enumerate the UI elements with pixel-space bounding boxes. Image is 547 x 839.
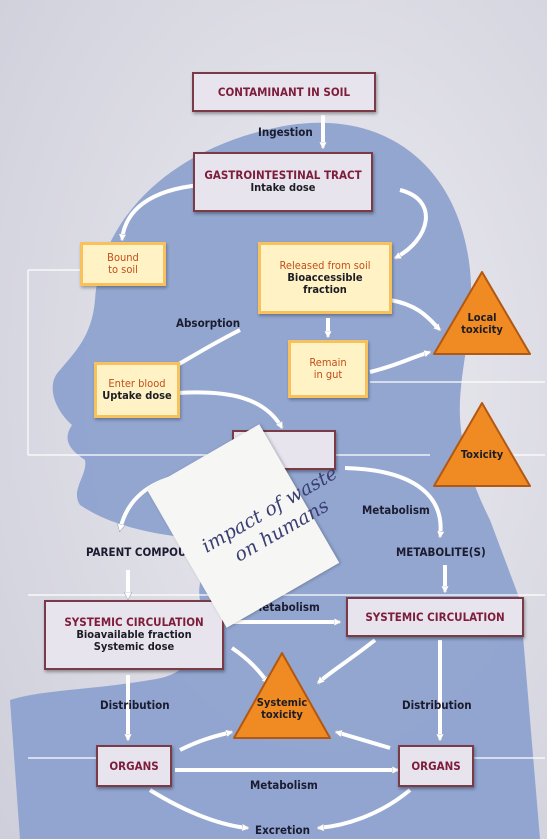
ingestion-label: Ingestion [258,125,313,139]
enter-blood-subtitle: Uptake dose [102,389,172,402]
distribution-left-label: Distribution [100,698,170,712]
gi-subtitle: Intake dose [250,181,316,195]
systemic-circulation-left-box: SYSTEMIC CIRCULATION Bioavailable fracti… [44,600,224,670]
enter-blood-title: Enter blood [108,376,166,390]
local-toxicity-label: Local toxicity [461,311,503,337]
warning-triangle-icon [433,402,531,487]
sys-circ-right-title: SYSTEMIC CIRCULATION [365,609,505,624]
sys-circ-left-subtitle: Bioavailable fraction Systemic dose [76,628,192,654]
organs-right-box: ORGANS [398,745,474,787]
metabolism-top-label: Metabolism [362,503,430,517]
metabolites-label: METABOLITE(S) [396,545,486,559]
warning-triangle-icon [433,271,531,355]
metabolism-bottom-label: Metabolism [250,778,318,792]
gastrointestinal-tract-box: GASTROINTESTINAL TRACT Intake dose [193,152,373,212]
sys-circ-left-title: SYSTEMIC CIRCULATION [64,615,204,630]
organs-left-box: ORGANS [96,745,172,787]
released-subtitle: Bioaccessible fraction [287,270,363,297]
released-from-soil-box: Released from soil Bioaccessible fractio… [258,242,392,314]
systemic-circulation-right-box: SYSTEMIC CIRCULATION [346,597,524,637]
bound-title: Bound to soil [107,250,139,276]
frame-lines [27,269,545,759]
parent-compound-label: PARENT COMPOUND [86,545,204,559]
enter-blood-box: Enter blood Uptake dose [94,362,180,418]
organs-right-title: ORGANS [411,758,461,773]
metabolism-mid-label: Metabolism [252,600,320,614]
remain-in-gut-box: Remain in gut [288,340,368,398]
released-title: Released from soil [279,258,371,272]
bound-to-soil-box: Bound to soil [80,242,166,286]
gi-title: GASTROINTESTINAL TRACT [204,168,362,183]
contaminant-title: CONTAMINANT IN SOIL [217,84,351,99]
excretion-label: Excretion [255,823,310,837]
remain-title: Remain in gut [309,355,347,381]
distribution-right-label: Distribution [402,698,472,712]
warning-triangle-icon [233,652,331,739]
absorption-label: Absorption [176,316,241,330]
systemic-toxicity-label: Systemic toxicity [256,696,308,722]
organs-left-title: ORGANS [109,758,159,773]
flow-arrows [120,115,445,828]
contaminant-in-soil-box: CONTAMINANT IN SOIL [192,72,376,112]
toxicity-label: Toxicity [460,448,504,461]
